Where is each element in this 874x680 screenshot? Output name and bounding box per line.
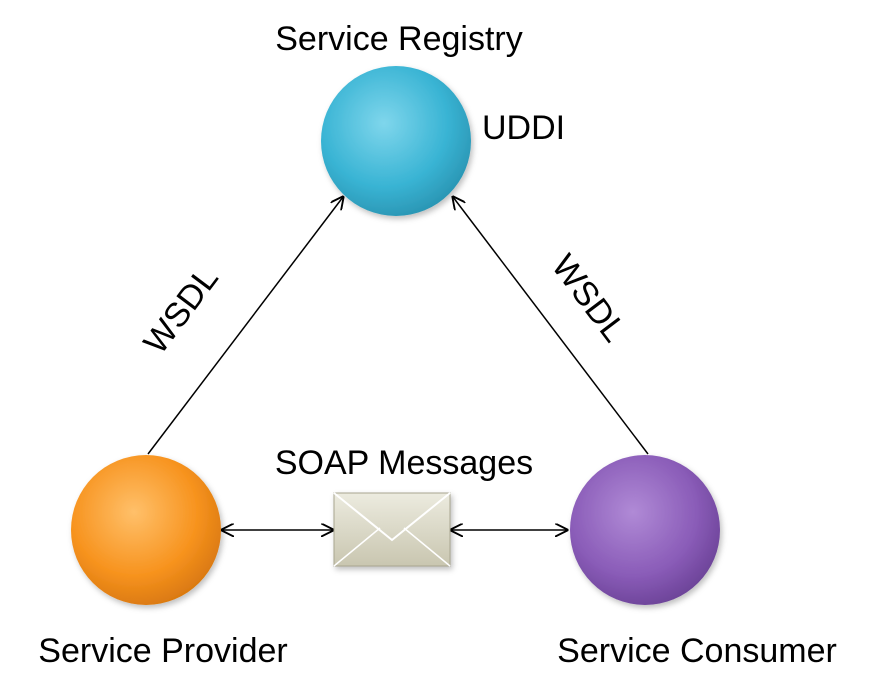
provider-to-registry-arrow bbox=[147, 197, 343, 455]
soap-messages-label: SOAP Messages bbox=[275, 444, 533, 482]
service-provider-label: Service Provider bbox=[38, 632, 287, 670]
service-registry-label: Service Registry bbox=[275, 20, 523, 58]
consumer-to-registry-arrow bbox=[453, 197, 649, 455]
envelope-icon bbox=[333, 492, 451, 567]
left-wsdl-label: WSDL bbox=[136, 260, 225, 361]
service-consumer-label: Service Consumer bbox=[557, 632, 837, 670]
service-registry-node bbox=[321, 66, 471, 216]
service-provider-node bbox=[71, 455, 221, 605]
uddi-label: UDDI bbox=[482, 109, 565, 147]
service-consumer-node bbox=[570, 455, 720, 605]
